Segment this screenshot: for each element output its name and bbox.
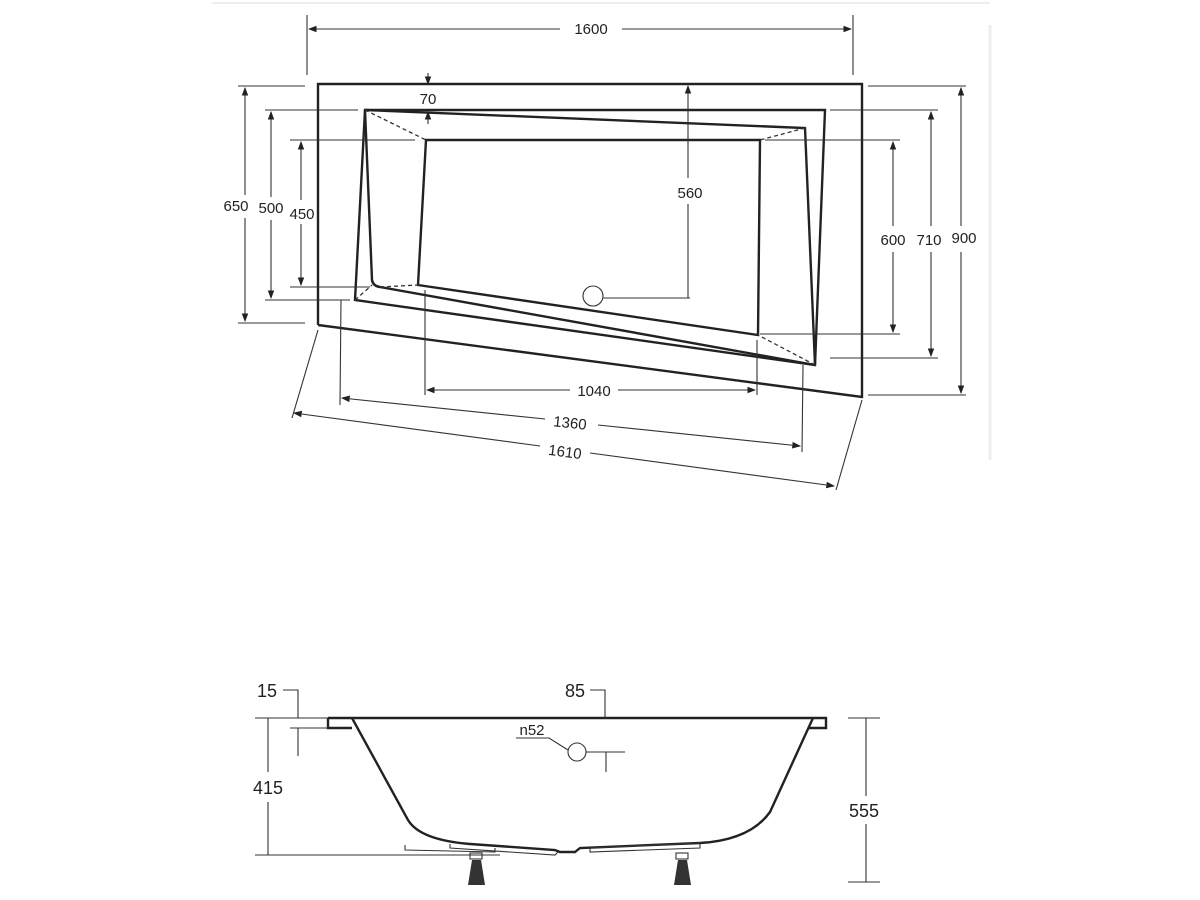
dim-710: 710 bbox=[916, 232, 941, 249]
leg-left bbox=[468, 852, 485, 885]
dim-600: 600 bbox=[880, 232, 905, 249]
dim-15: 15 bbox=[257, 681, 277, 701]
dim-1360: 1360 bbox=[552, 413, 587, 433]
dim-85: 85 bbox=[565, 681, 585, 701]
rim-profile bbox=[326, 716, 828, 730]
tub-profile bbox=[350, 717, 815, 854]
dim-900: 900 bbox=[951, 230, 976, 247]
rim-inner-line bbox=[363, 108, 817, 367]
corner-dashes bbox=[354, 109, 816, 366]
side-view: 15 85 n52 415 555 bbox=[253, 681, 880, 885]
dim-560: 560 bbox=[677, 185, 702, 202]
dim-415: 415 bbox=[253, 778, 283, 798]
dim-n52: n52 bbox=[519, 722, 544, 739]
base-plates bbox=[404, 842, 701, 856]
outer-outline bbox=[316, 82, 864, 399]
dim-1040: 1040 bbox=[577, 383, 610, 400]
top-view: 1600 650 500 450 70 560 600 71 bbox=[223, 15, 977, 491]
dim-1610: 1610 bbox=[547, 442, 582, 463]
dim-500: 500 bbox=[258, 200, 283, 217]
dim-650: 650 bbox=[223, 198, 248, 215]
dim-70: 70 bbox=[420, 91, 437, 108]
dim-1600: 1600 bbox=[574, 21, 607, 38]
overflow-icon bbox=[567, 742, 587, 762]
drain-icon bbox=[582, 285, 604, 307]
page-frame bbox=[212, 2, 992, 460]
dim-450: 450 bbox=[289, 206, 314, 223]
leg-right bbox=[674, 852, 691, 885]
dim-555: 555 bbox=[849, 801, 879, 821]
